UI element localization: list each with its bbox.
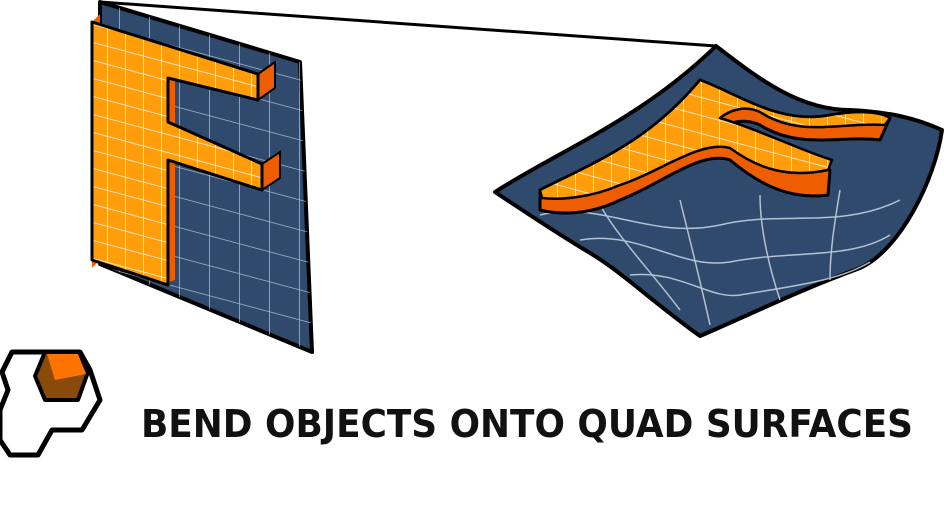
caption: BEND OBJECTS ONTO QUAD SURFACES: [141, 402, 913, 446]
flat-panel-letter-f: [90, 0, 314, 354]
connector-line: [99, 0, 717, 48]
bent-surface-letter-f: [493, 44, 944, 338]
logo-icon: [0, 349, 103, 458]
